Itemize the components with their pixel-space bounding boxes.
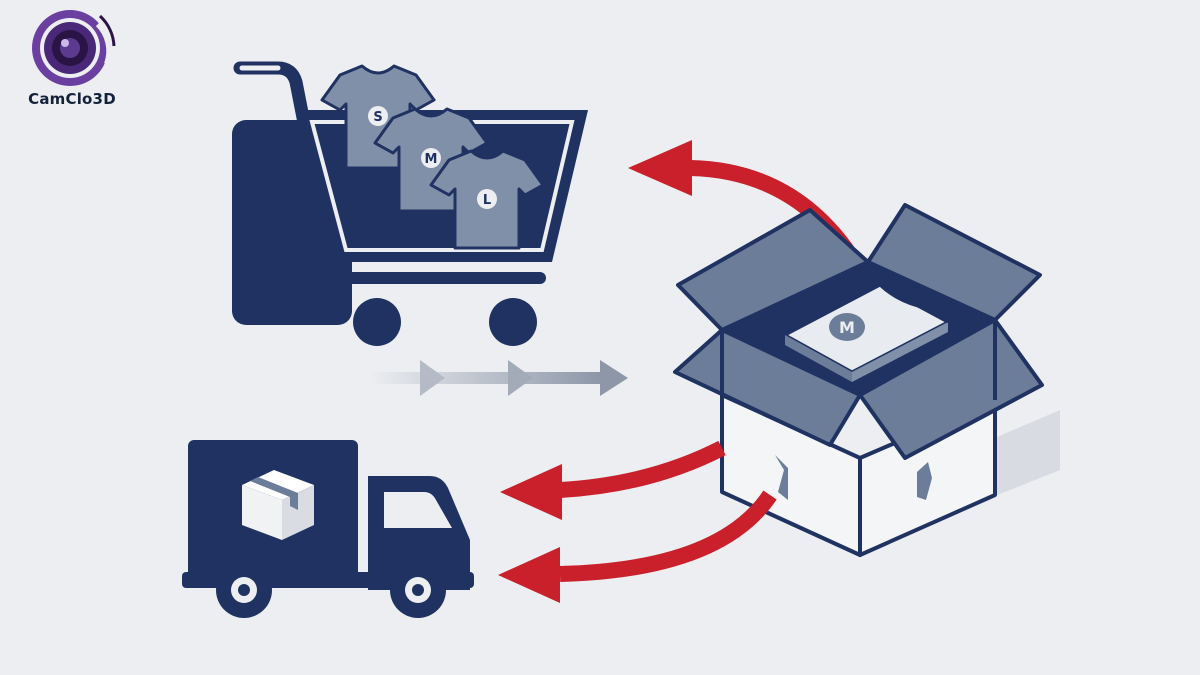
size-label-l: L [483, 193, 491, 208]
tshirt-icon-large: L [429, 149, 545, 250]
flow-bar [370, 372, 600, 384]
brand-name: CamClo3D [28, 90, 116, 108]
size-label-s: S [373, 110, 382, 125]
delivery-truck-icon [182, 440, 474, 618]
camera-lens-logo-icon [32, 10, 116, 86]
brand-logo: CamClo3D [12, 6, 132, 116]
box-size-label: M [839, 318, 855, 337]
folded-shirt-icon: M [783, 283, 950, 382]
open-box-icon: M [673, 203, 1060, 557]
gray-flow-arrows [370, 360, 628, 396]
red-return-arrow-middle [500, 440, 726, 520]
parcel-icon [242, 470, 314, 540]
size-label-m: M [425, 152, 438, 167]
red-return-arrow-bottom [498, 490, 777, 603]
flow-arrow-head-1 [420, 360, 445, 396]
flow-arrow-head-3 [600, 360, 628, 396]
cart-wheel-left [353, 298, 401, 346]
flow-arrow-head-2 [508, 360, 533, 396]
truck-window [384, 492, 452, 528]
cart-wheel-right [489, 298, 537, 346]
